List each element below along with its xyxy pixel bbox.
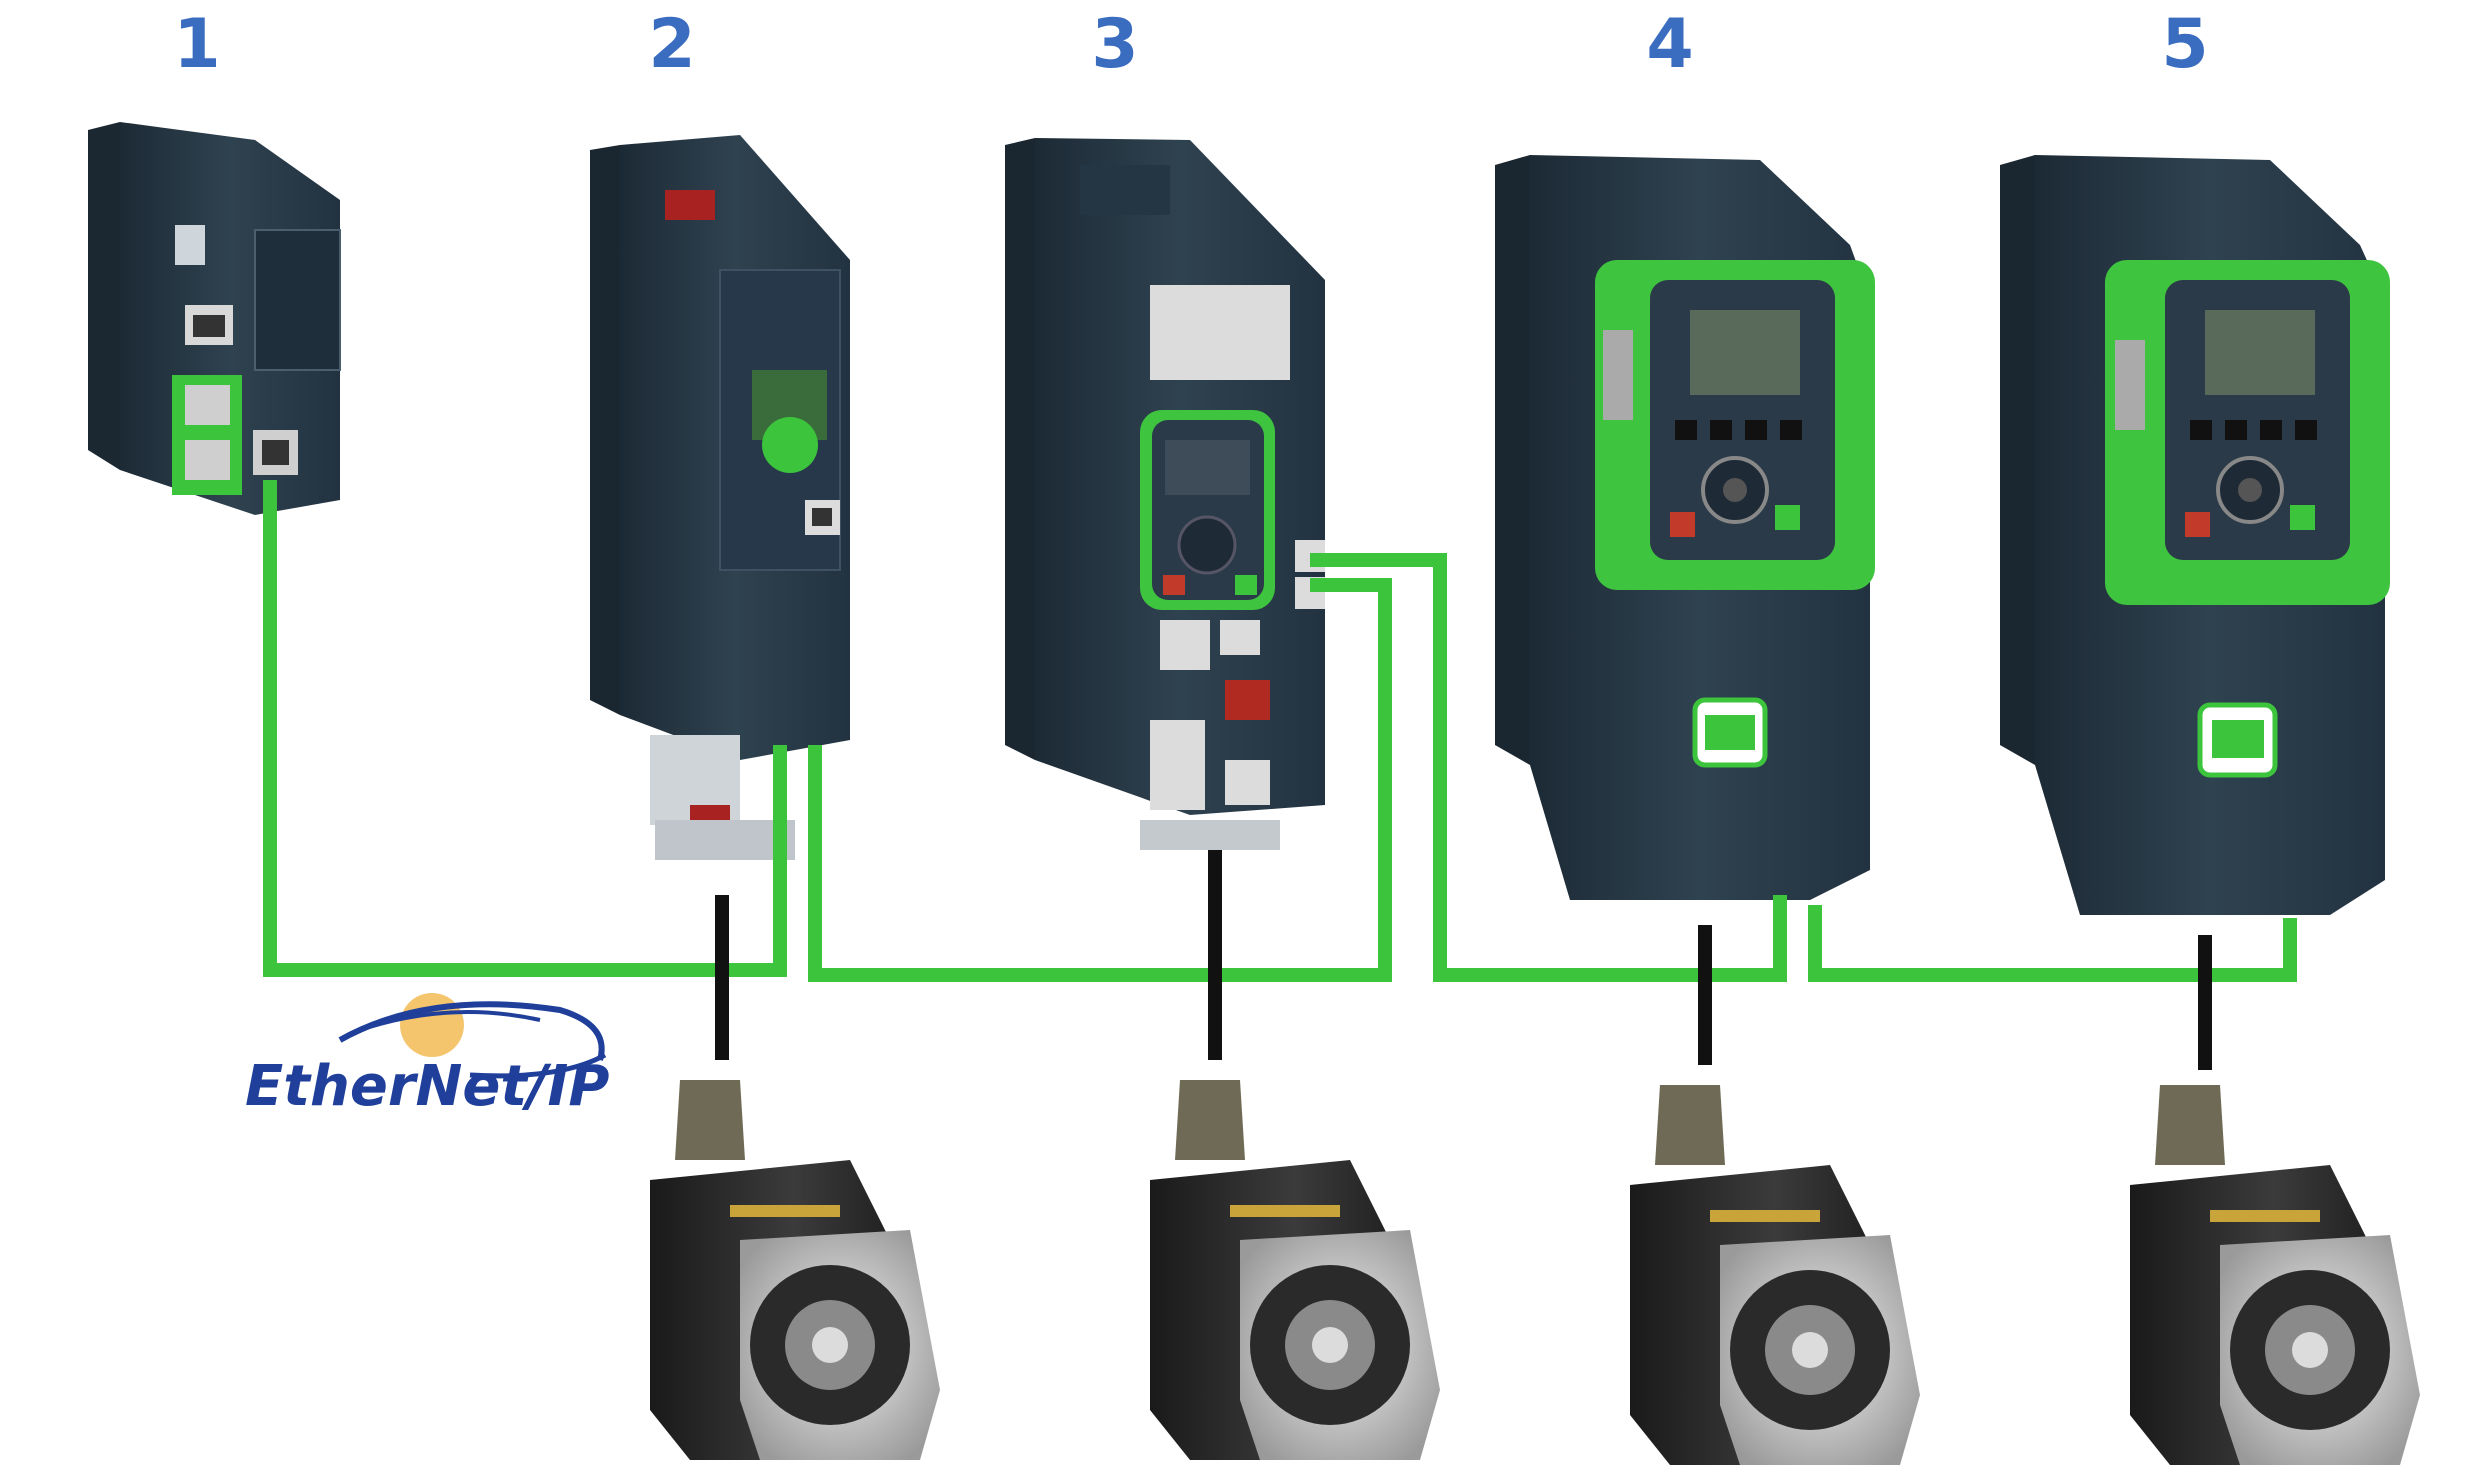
ethernet-cable-4-to-5 xyxy=(1808,905,2297,982)
device-4-drive xyxy=(1495,155,1875,900)
label-device-2: 2 xyxy=(648,5,696,84)
servo-motor-4 xyxy=(1630,1085,1920,1465)
ethernet-ip-logo: EtherNet/IP xyxy=(245,993,609,1119)
ethernet-ip-logo-text: EtherNet/IP xyxy=(245,1054,609,1119)
device-5-drive xyxy=(2000,155,2390,915)
motor-cabling xyxy=(715,850,2212,1070)
device-1-controller xyxy=(88,122,341,515)
ethernet-cable-2-to-3 xyxy=(808,578,1392,982)
label-device-4: 4 xyxy=(1646,5,1694,84)
ethernet-cable-1-to-2 xyxy=(263,480,787,977)
label-device-5: 5 xyxy=(2161,5,2209,84)
label-device-1: 1 xyxy=(173,5,221,84)
servo-motor-3 xyxy=(1150,1080,1440,1460)
label-device-3: 3 xyxy=(1091,5,1139,84)
servo-motor-5 xyxy=(2130,1085,2420,1465)
device-2-drive xyxy=(590,135,850,860)
device-3-drive xyxy=(1005,138,1325,850)
ethernet-cable-3-to-4 xyxy=(1310,553,1787,982)
ethernet-cabling xyxy=(263,480,2297,982)
servo-motor-2 xyxy=(650,1080,940,1460)
